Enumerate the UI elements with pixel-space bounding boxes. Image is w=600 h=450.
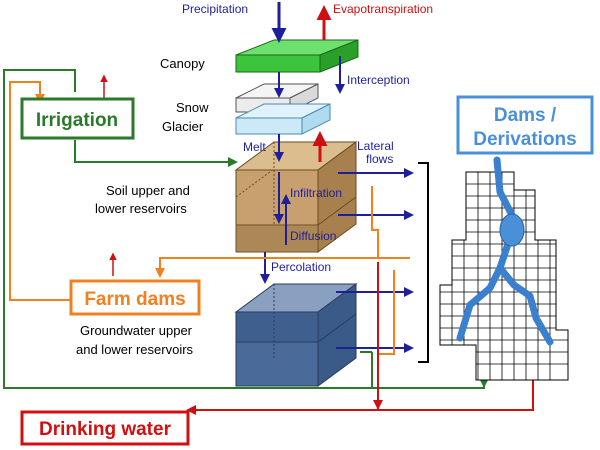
farm-dams-box: Farm dams [69, 279, 201, 316]
farm-dams-label: Farm dams [84, 289, 185, 310]
evapotranspiration-label: Evapotranspiration [333, 2, 433, 16]
canopy-label: Canopy [160, 56, 205, 71]
glacier-label: Glacier [162, 119, 204, 134]
dams-label-line1: Dams / [494, 105, 557, 126]
groundwater-block [234, 283, 358, 387]
drinking-water-box: Drinking water [20, 410, 190, 446]
snow-label: Snow [176, 100, 209, 115]
flows-bracket [418, 162, 429, 363]
soil-label-line2: lower reservoirs [95, 201, 187, 216]
dams-label-line2: Derivations [473, 129, 576, 150]
melt-label: Melt [243, 140, 266, 154]
infiltration-label: Infiltration [290, 186, 342, 200]
groundwater-label-line2: and lower reservoirs [76, 342, 194, 357]
irrigation-box: Irrigation [20, 97, 135, 140]
percolation-label: Percolation [271, 260, 331, 274]
snow-glacier-block [235, 83, 331, 135]
groundwater-label-line1: Groundwater upper [80, 323, 193, 338]
lateral-label: Lateral [357, 139, 394, 153]
irrigation-label: Irrigation [36, 110, 118, 131]
interception-label: Interception [347, 73, 410, 87]
flows-label: flows [366, 152, 393, 166]
soil-block [234, 141, 358, 253]
farm-dam-network [9, 81, 410, 355]
soil-label-line1: Soil upper and [106, 183, 190, 198]
dams-derivations-box: Dams / Derivations [456, 95, 594, 155]
river-network [456, 156, 554, 346]
drinking-water-label: Drinking water [39, 419, 172, 440]
diffusion-label: Diffusion [290, 229, 336, 243]
precipitation-label: Precipitation [182, 2, 248, 16]
